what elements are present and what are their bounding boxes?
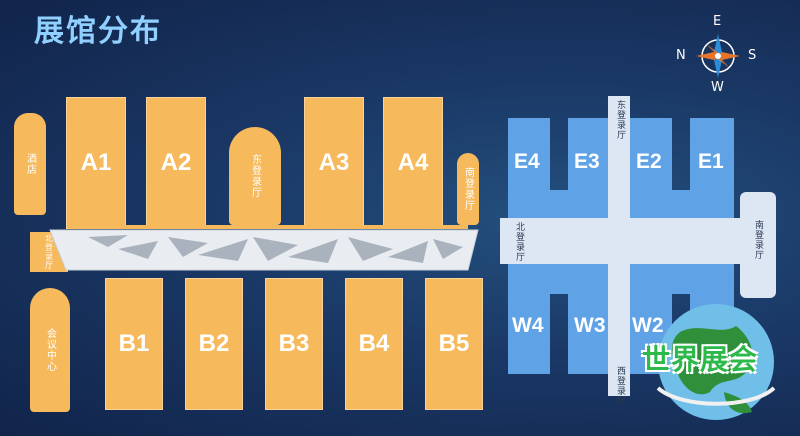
hall-w4[interactable] — [508, 264, 550, 374]
world-expo-logo: 世界展会 — [640, 296, 790, 426]
hall-e3-label: E3 — [574, 150, 600, 173]
south-lobby-label: 南登录厅 — [462, 167, 474, 211]
compass-west-label: W — [711, 80, 724, 95]
hall-w4-label: W4 — [512, 314, 544, 337]
compass: E N S W — [676, 12, 760, 98]
hall-b4-label: B4 — [358, 330, 390, 357]
hall-b1[interactable]: B1 — [105, 278, 163, 410]
hall-e1[interactable] — [690, 118, 734, 218]
hall-b3[interactable]: B3 — [265, 278, 323, 410]
conference-center-building: 会议中心 — [30, 288, 70, 412]
logo-text: 世界展会 — [642, 343, 759, 376]
hall-a4[interactable]: A4 — [383, 97, 443, 229]
south-lobby-building: 南登录厅 — [457, 153, 479, 225]
hall-e4-label: E4 — [514, 150, 540, 173]
conference-center-label: 会议中心 — [44, 328, 56, 372]
hall-a1-label: A1 — [80, 149, 112, 176]
compass-north-label: N — [676, 48, 686, 63]
globe-icon — [656, 304, 776, 420]
east-complex-east-lobby-label: 东登录厅 — [615, 100, 625, 140]
hall-b5-label: B5 — [438, 330, 470, 357]
hall-a3[interactable]: A3 — [304, 97, 364, 229]
compass-south-label: S — [748, 48, 757, 63]
hotel-label: 酒店 — [24, 153, 36, 175]
east-complex-west-lobby-label: 西登录厅 — [615, 366, 625, 406]
north-lobby-label: 北登录厅 — [44, 234, 54, 270]
east-complex-east-lobby — [740, 192, 776, 298]
hall-a4-label: A4 — [397, 149, 429, 176]
hall-w3-label: W3 — [574, 314, 606, 337]
east-complex-north-lobby-label: 北登录厅 — [514, 222, 524, 262]
hall-a3-label: A3 — [318, 149, 350, 176]
hall-e3[interactable] — [568, 118, 608, 218]
hotel-building: 酒店 — [14, 113, 46, 215]
hall-w3[interactable] — [568, 264, 608, 374]
hall-a1[interactable]: A1 — [66, 97, 126, 229]
hall-a2[interactable]: A2 — [146, 97, 206, 229]
east-complex-spine — [608, 96, 630, 396]
hall-b5[interactable]: B5 — [425, 278, 483, 410]
hall-a2-label: A2 — [160, 149, 192, 176]
hall-b2-label: B2 — [198, 330, 230, 357]
central-walkway — [49, 229, 479, 271]
hall-b3-label: B3 — [278, 330, 310, 357]
hall-e2-label: E2 — [636, 150, 662, 173]
page-title: 展馆分布 — [34, 14, 162, 49]
walkway-connector-left — [68, 225, 468, 229]
compass-east-label: E — [713, 14, 722, 29]
hall-b1-label: B1 — [118, 330, 150, 357]
hall-e1-label: E1 — [698, 150, 724, 173]
east-lobby-building: 东登录厅 — [229, 127, 281, 225]
east-complex-south-lobby-label: 南登录厅 — [753, 220, 763, 260]
hall-b2[interactable]: B2 — [185, 278, 243, 410]
hall-w2-label: W2 — [632, 314, 664, 337]
hall-b4[interactable]: B4 — [345, 278, 403, 410]
east-lobby-label: 东登录厅 — [249, 154, 261, 198]
compass-rose-icon — [696, 34, 740, 78]
